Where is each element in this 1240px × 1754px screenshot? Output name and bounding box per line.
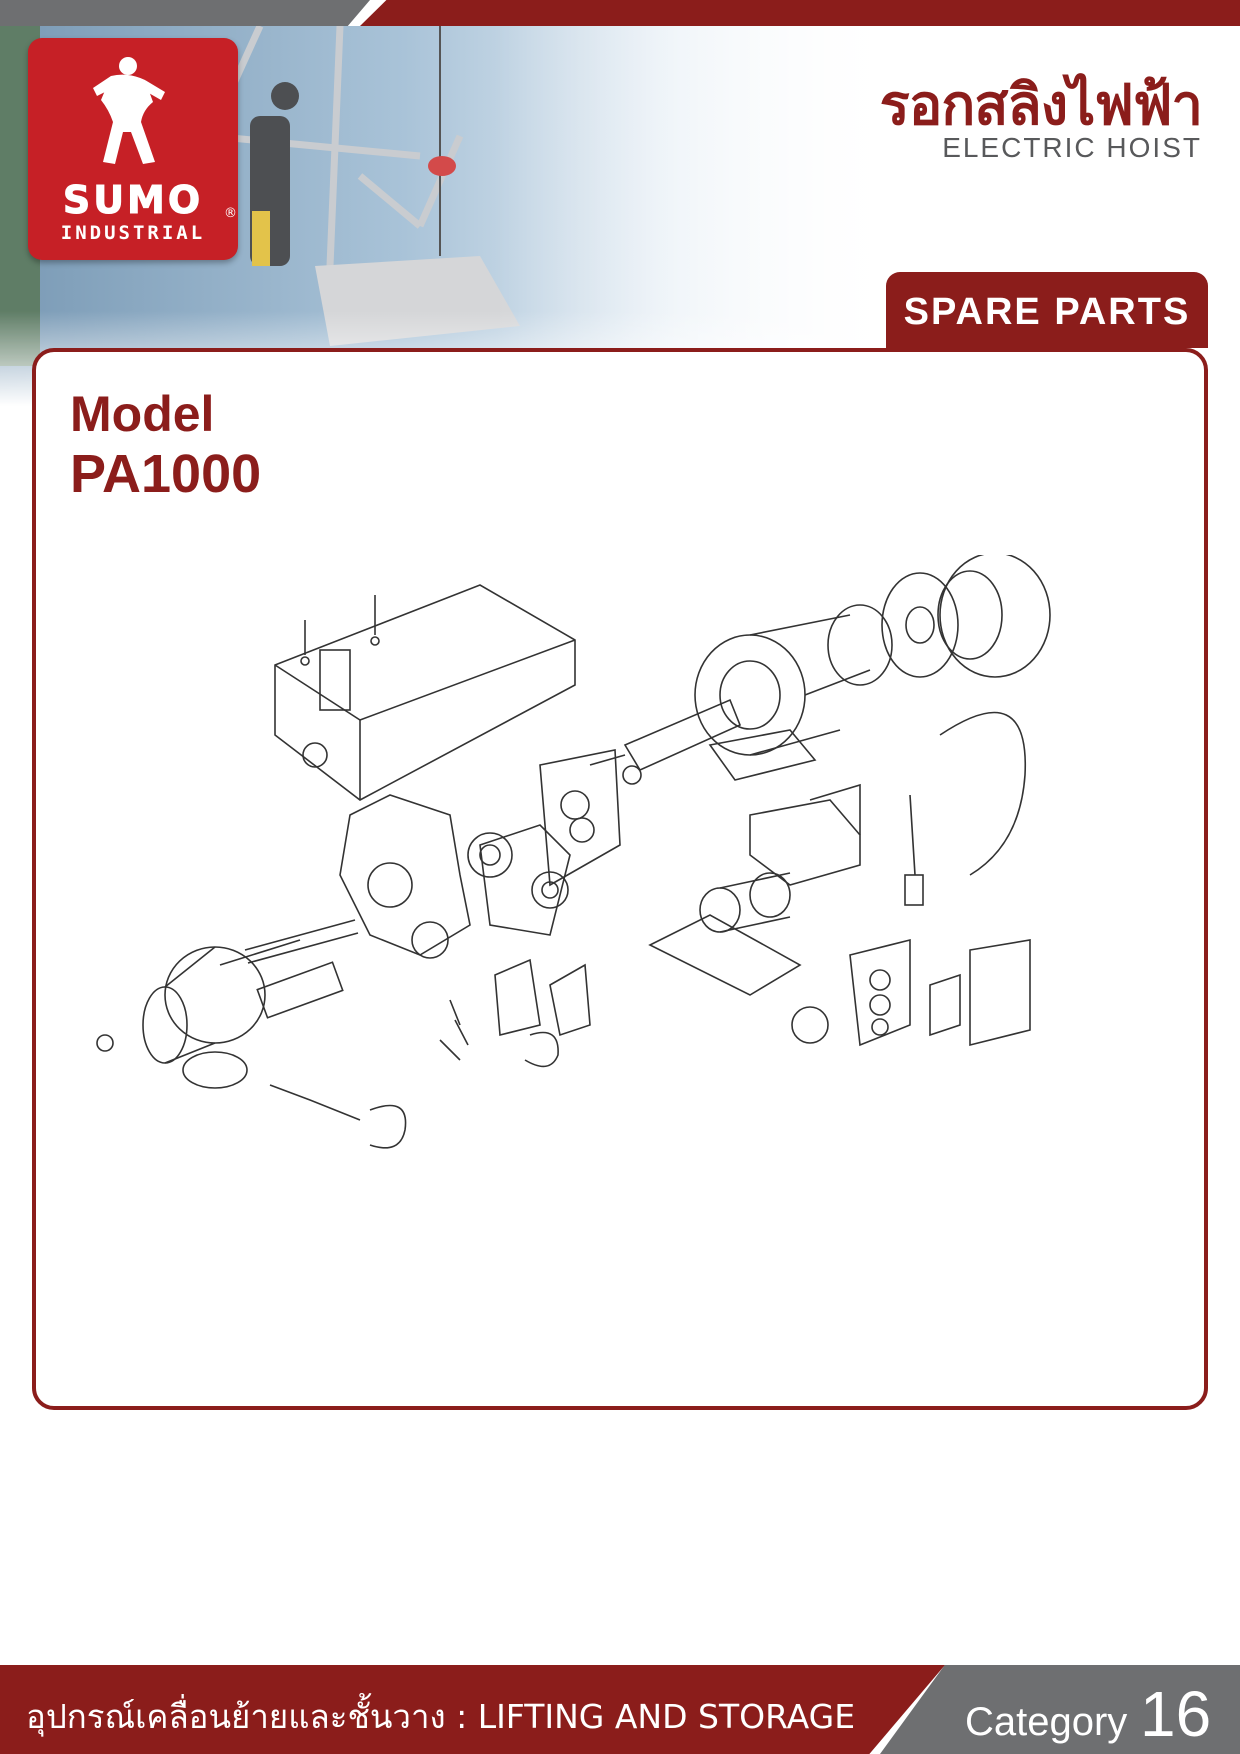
page-title-thai: รอกสลิงไฟฟ้า (879, 73, 1203, 138)
top-stripe-gray (0, 0, 370, 26)
hero-photo (0, 26, 900, 406)
sumo-logo: SUMO ® INDUSTRIAL (28, 38, 238, 260)
footer-gray-band (880, 1665, 1240, 1754)
model-label: Model (70, 386, 215, 442)
brand-tagline: INDUSTRIAL (60, 222, 206, 244)
category-label: Category (965, 1700, 1128, 1744)
spare-parts-tab: SPARE PARTS (886, 272, 1208, 348)
exploded-parts-diagram (96, 555, 1051, 1149)
registered-mark: ® (224, 206, 237, 221)
brand-name: SUMO (62, 178, 204, 223)
top-stripe (0, 0, 1240, 26)
footer-bar (0, 1665, 1240, 1754)
footer-red-band (0, 1665, 945, 1754)
sumo-wrestler-icon (93, 57, 165, 164)
footer-category-text: อุปกรณ์เคลื่อนย้ายและชั้นวาง : LIFTING A… (26, 1697, 856, 1736)
category-number: 16 (1140, 1678, 1212, 1750)
model-code: PA1000 (70, 444, 262, 504)
content-frame (32, 348, 1208, 1410)
top-stripe-red (360, 0, 1240, 26)
page-title-english: ELECTRIC HOIST (942, 132, 1202, 163)
